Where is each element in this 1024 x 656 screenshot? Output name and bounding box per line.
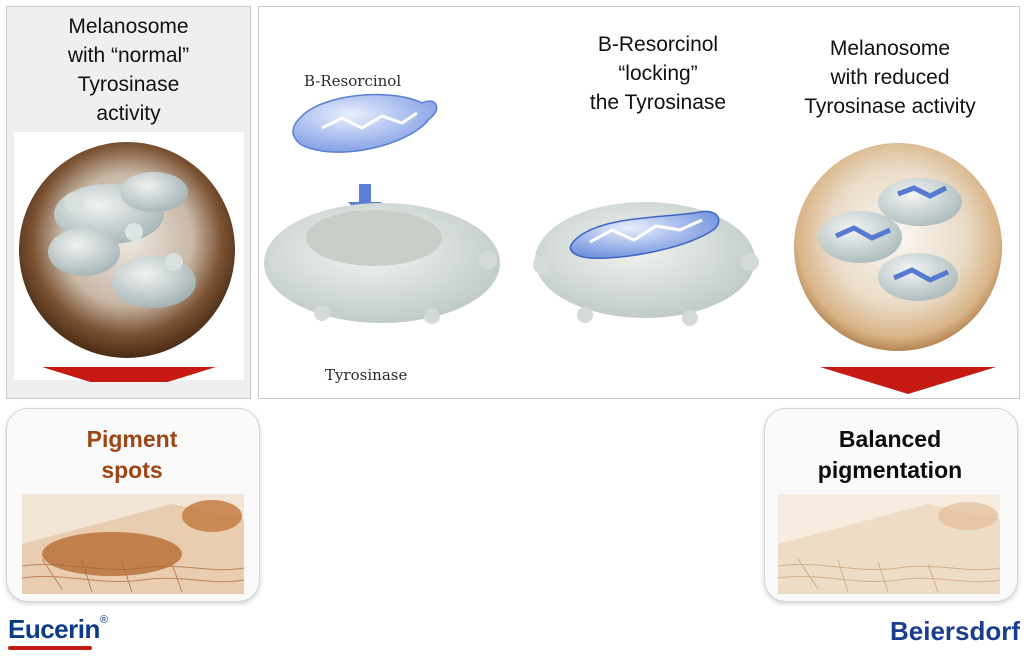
caption-line: Melanosome — [68, 15, 189, 38]
caption-line: with “normal” — [67, 44, 190, 67]
eucerin-logo: Eucerin® — [8, 614, 108, 650]
pigment-spots-title: Pigment spots — [6, 424, 258, 486]
tyrosinase-with-molecule-illustration — [264, 93, 500, 324]
registered-mark: ® — [99, 614, 108, 626]
caption-line: with reduced — [830, 66, 950, 89]
molecule-label: B-Resorcinol — [304, 72, 402, 90]
locked-tyrosinase-illustration — [533, 202, 759, 326]
title-line: Balanced — [838, 426, 942, 452]
caption-line: the Tyrosinase — [589, 91, 727, 114]
caption-line: “locking” — [618, 62, 698, 85]
caption-line: B-Resorcinol — [597, 33, 719, 56]
locking-caption: B-Resorcinol “locking” the Tyrosinase — [538, 30, 778, 117]
title-line: spots — [101, 457, 163, 483]
reduced-melanosome-illustration — [794, 143, 1002, 394]
balanced-pigmentation-title: Balanced pigmentation — [764, 424, 1016, 486]
beiersdorf-logo: Beiersdorf — [890, 616, 1021, 646]
enzyme-label: Tyrosinase — [325, 366, 408, 384]
caption-line: Melanosome — [829, 37, 951, 60]
caption-line: Tyrosinase — [77, 73, 180, 96]
eucerin-logo-text: Eucerin — [8, 614, 100, 644]
title-line: pigmentation — [817, 457, 963, 483]
normal-melanosome-illustration — [14, 132, 244, 382]
eucerin-logo-underline — [8, 646, 92, 650]
left-panel-caption: Melanosome with “normal” Tyrosinase acti… — [6, 12, 251, 128]
pigment-spots-skin-illustration — [22, 494, 244, 594]
title-line: Pigment — [86, 426, 178, 452]
balanced-skin-illustration — [778, 494, 1000, 594]
reduced-activity-caption: Melanosome with reduced Tyrosinase activ… — [778, 34, 1002, 121]
caption-line: Tyrosinase activity — [804, 95, 976, 118]
caption-line: activity — [96, 102, 161, 125]
